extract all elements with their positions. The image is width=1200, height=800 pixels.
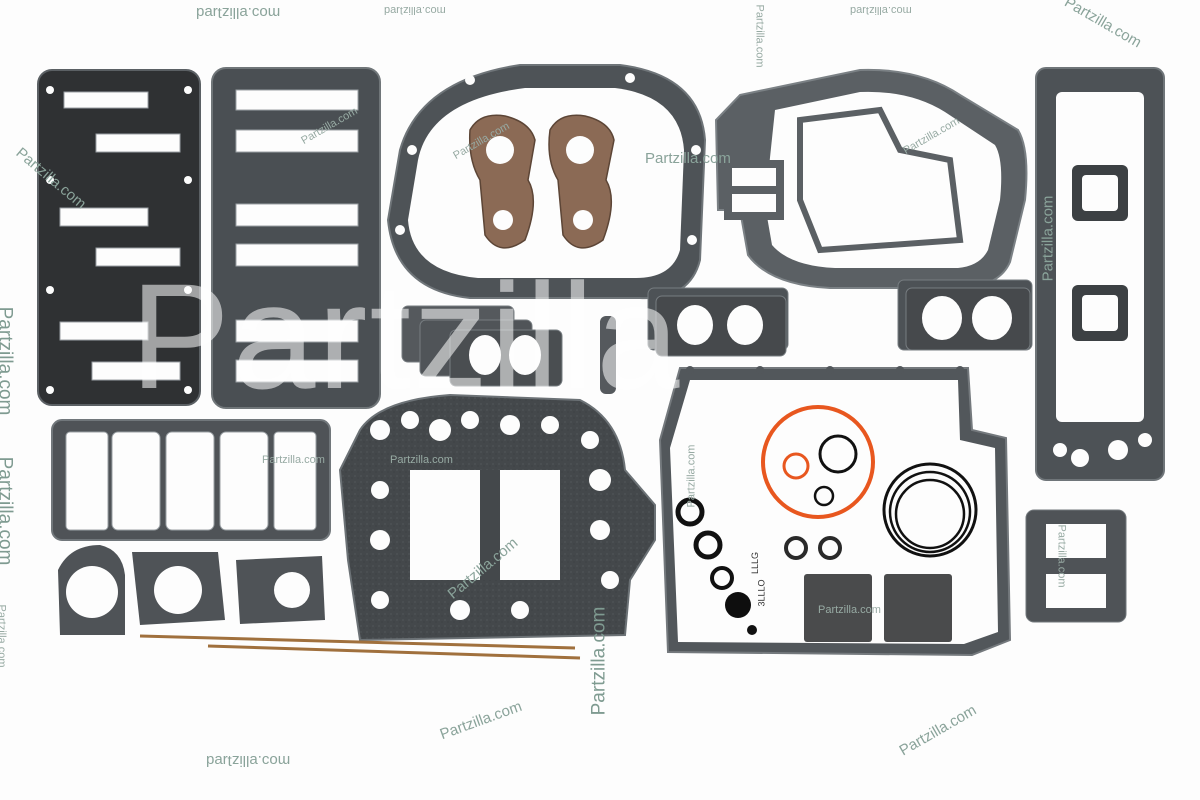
rubber-pad-left — [804, 574, 872, 642]
part-code-a: LLLG — [750, 551, 761, 575]
adapter-gasket — [714, 68, 1028, 289]
lower-unit-gasket — [386, 64, 707, 300]
water-pump-gasket-2 — [132, 552, 225, 625]
cord-seals — [139, 634, 581, 660]
intake-gasket-stack — [401, 305, 616, 394]
water-pump-gasket-3 — [236, 556, 325, 624]
rubber-pad-right — [884, 574, 952, 642]
powerhead-base-gasket — [338, 393, 656, 642]
carb-gasket-stack-center — [647, 287, 789, 357]
cover-gasket-left — [51, 419, 331, 541]
small-exhaust-gasket — [1025, 509, 1127, 623]
reed-gasket-right — [211, 67, 381, 409]
water-pump-gasket-1 — [58, 545, 125, 635]
carb-gasket-stack-right — [897, 279, 1033, 351]
part-code-b: 3LLLO — [756, 579, 767, 607]
o-ring-set — [675, 405, 978, 635]
reed-gasket-left — [37, 69, 201, 406]
tall-side-gasket — [1035, 67, 1165, 481]
